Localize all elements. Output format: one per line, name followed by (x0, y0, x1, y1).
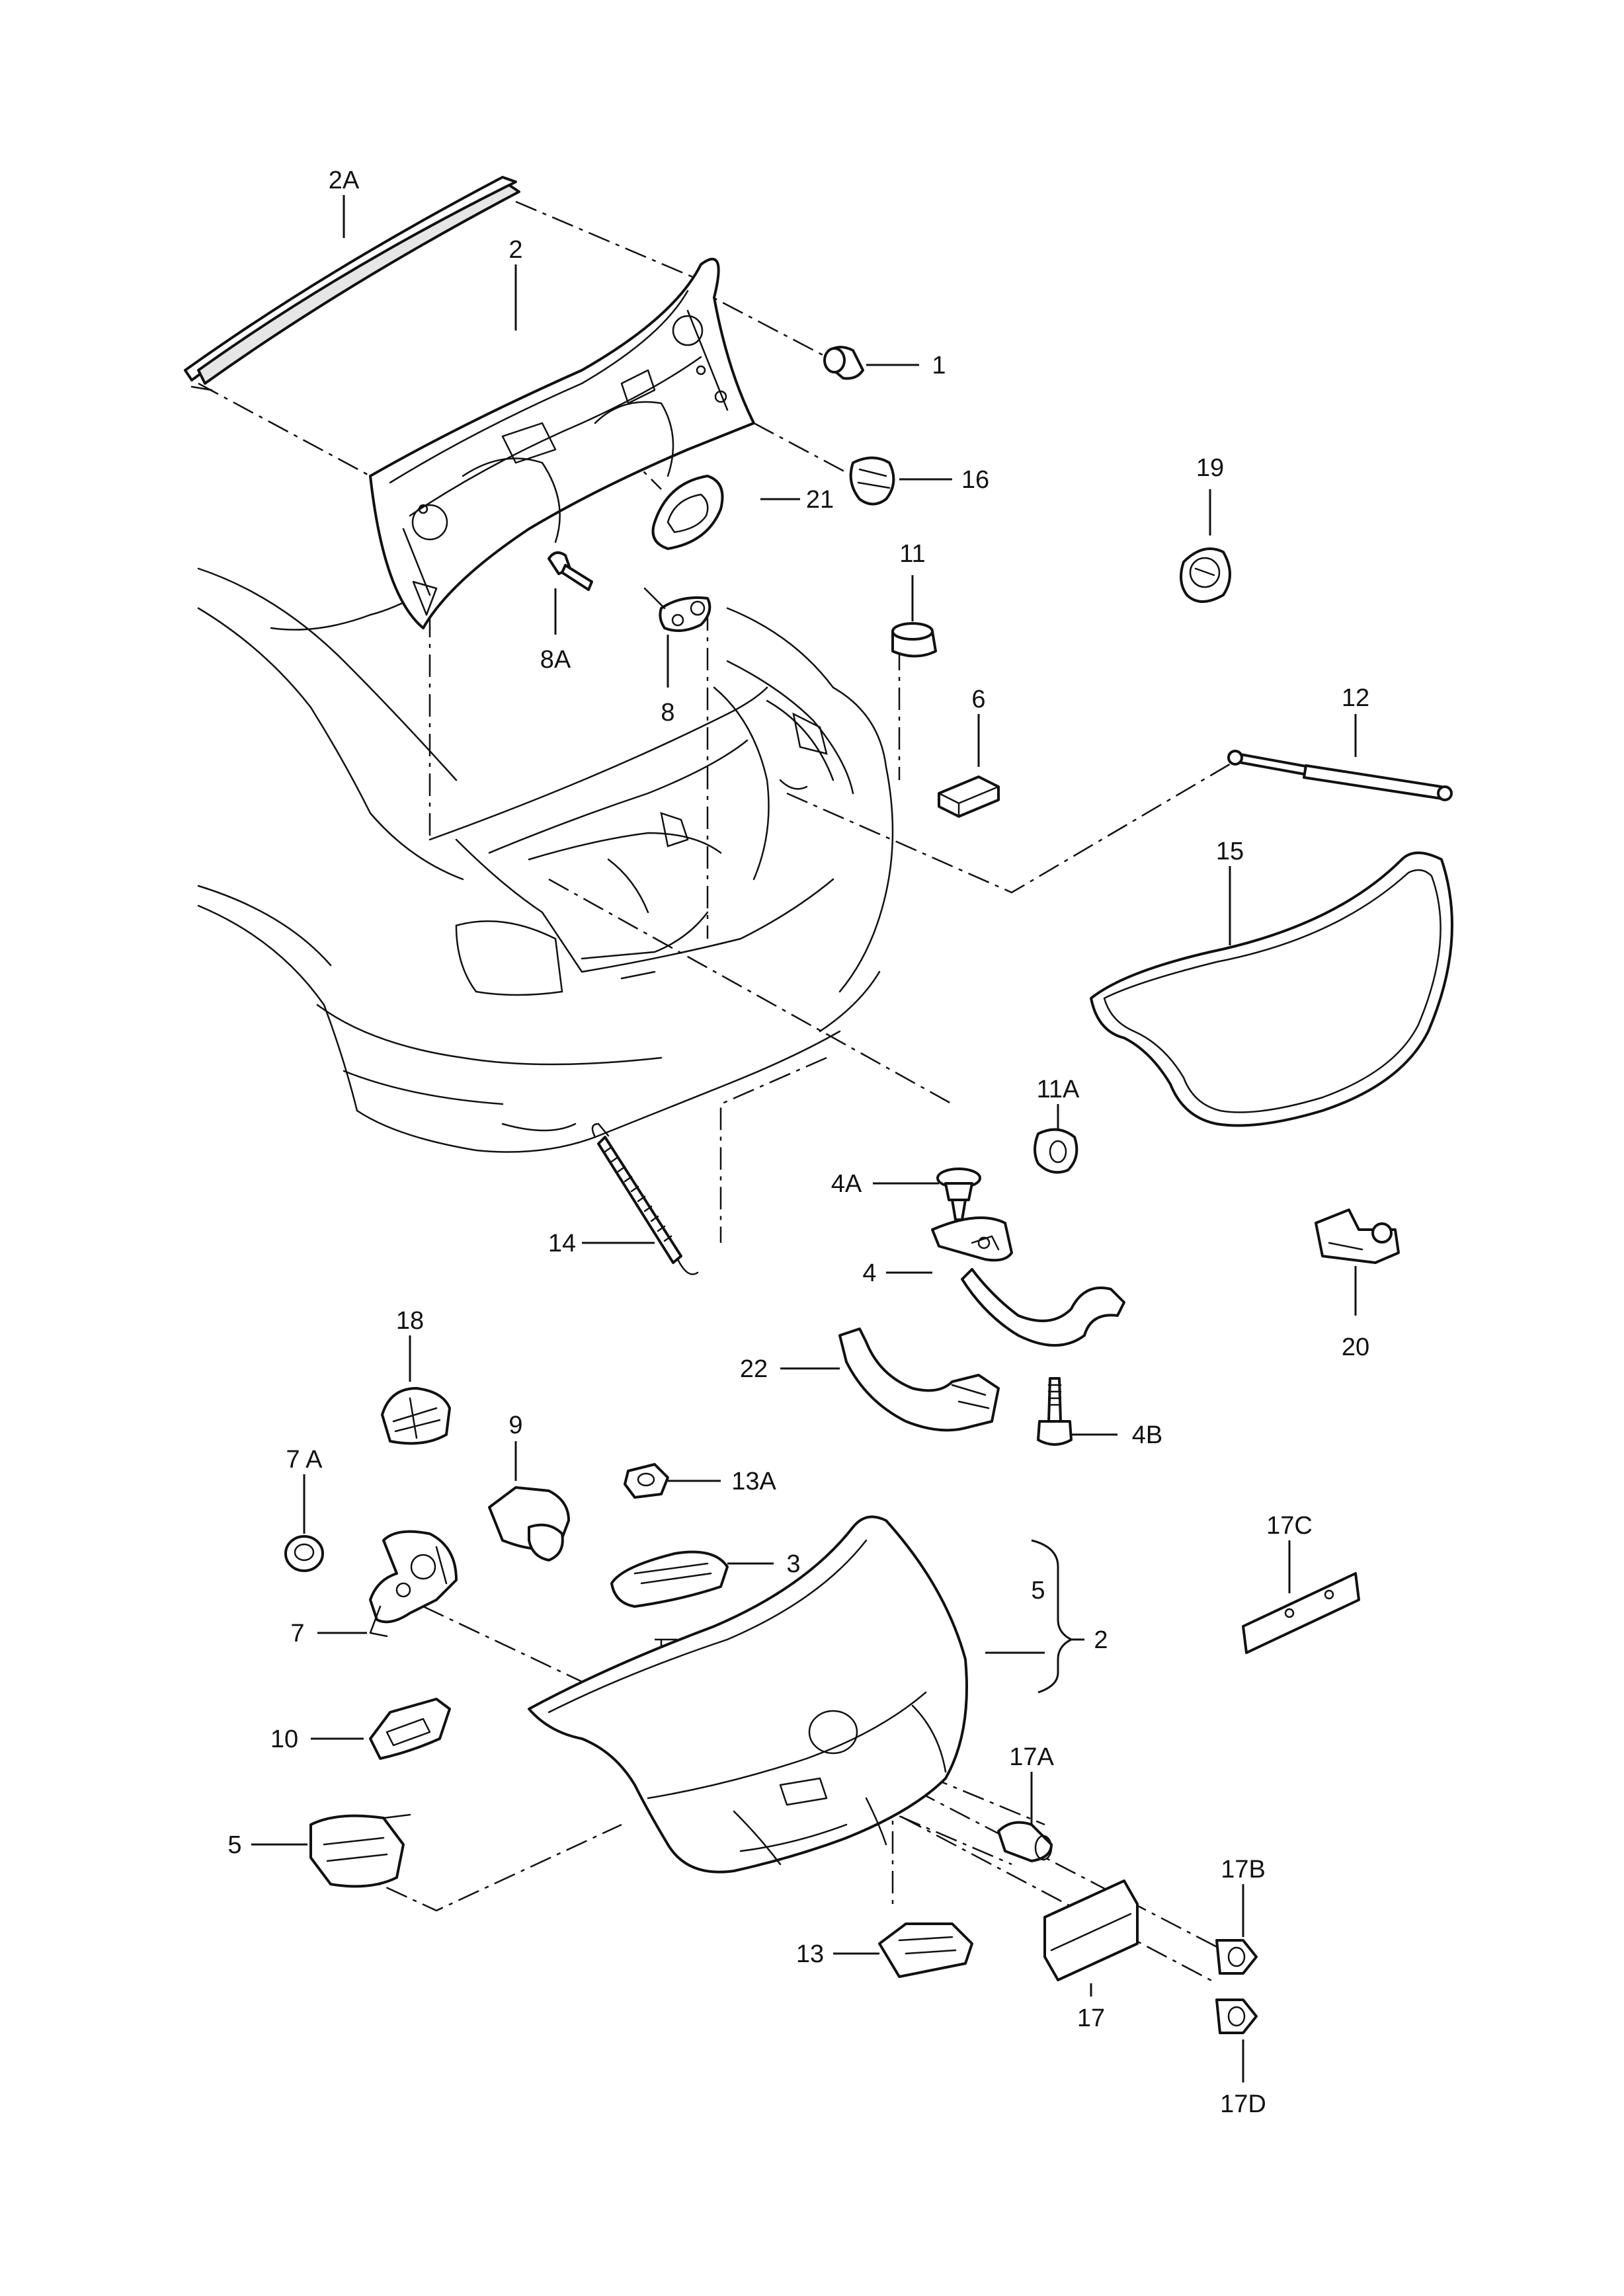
part-1-bump-stop (823, 346, 864, 380)
part-21-grommet (651, 475, 724, 550)
part-22-grab-handle (838, 1327, 1000, 1432)
callout-2a: 2A (329, 167, 360, 194)
part-4-lock-bracket (931, 1216, 1125, 1347)
part-7a-nut (284, 1535, 324, 1572)
callout-7a: 7 A (286, 1446, 323, 1474)
part-2-trunk-lid-inner (369, 257, 755, 629)
callout-18: 18 (396, 1307, 424, 1335)
part-4b-bolt (1037, 1377, 1073, 1446)
part-13a-nut (624, 1463, 669, 1499)
callout-22: 22 (740, 1355, 768, 1383)
part-4a-fastener (936, 1168, 981, 1221)
part-18-lock-cover (381, 1387, 451, 1445)
callout-16: 16 (961, 466, 989, 494)
callout-11a: 11A (1037, 1076, 1080, 1103)
part-17d-screw (1215, 1999, 1258, 2034)
part-17b-screw (1215, 1939, 1258, 1975)
callout-3: 3 (786, 1550, 800, 1578)
callout-13: 13 (796, 1940, 824, 1968)
callout-4: 4 (862, 1259, 876, 1287)
part-9-cover (488, 1486, 570, 1562)
callout-4a: 4A (831, 1170, 862, 1198)
part-17-license-plate-bracket (1043, 1880, 1139, 1981)
callout-5: 5 (227, 1831, 241, 1859)
callout-9: 9 (508, 1411, 522, 1439)
part-5-cover (309, 1813, 411, 1888)
part-19-plug (1180, 547, 1231, 603)
callout-7: 7 (290, 1620, 304, 1647)
callout-19: 19 (1196, 454, 1224, 482)
callout-4b: 4B (1132, 1421, 1162, 1449)
part-17c-strip (1242, 1572, 1360, 1654)
callout-17b: 17B (1221, 1856, 1266, 1883)
part-16-buffer (849, 456, 895, 506)
part-20-bracket (1315, 1208, 1400, 1264)
part-17a-grommet (997, 1821, 1053, 1862)
callout-8: 8 (661, 699, 674, 727)
callout-labels: 2A 2 1 16 21 19 8A 8 11 6 12 15 4A 11A 1… (227, 167, 1369, 2118)
part-8-hinge-bracket (643, 587, 711, 632)
part-8a-bolt (548, 551, 593, 591)
callout-17d: 17D (1220, 2090, 1266, 2118)
callout-15: 15 (1216, 838, 1244, 865)
part-11a-buffer (1034, 1128, 1078, 1174)
part-15-weatherstrip-seal (1090, 851, 1453, 1127)
callout-13a: 13A (731, 1468, 776, 1495)
callout-17a: 17A (1009, 1743, 1054, 1771)
callout-8a: 8A (540, 646, 571, 674)
callout-2: 2 (508, 236, 522, 264)
callout-6: 6 (971, 686, 985, 713)
part-13-switch (878, 1922, 973, 1978)
callout-2-group: 2 (1094, 1626, 1108, 1654)
callout-17: 17 (1077, 2004, 1105, 2032)
part-3-lamp (610, 1550, 729, 1608)
callout-14: 14 (548, 1230, 576, 1257)
part-2a-trim-strip (184, 176, 520, 391)
part-2-trunk-lid-outer (528, 1515, 968, 1874)
callout-11: 11 (899, 540, 925, 568)
callout-17c: 17C (1266, 1512, 1313, 1540)
callout-leaders (251, 195, 1357, 2082)
car-rear-body (197, 567, 894, 1153)
callout-5-group: 5 (1031, 1577, 1045, 1604)
part-14-spring (591, 1123, 699, 1275)
callout-21: 21 (806, 486, 834, 514)
part-6-pad (938, 775, 1000, 818)
callout-10: 10 (270, 1725, 298, 1753)
part-12-gas-strut (1227, 750, 1453, 801)
callout-20: 20 (1342, 1333, 1369, 1361)
part-11-rubber-mount (891, 622, 937, 658)
callout-12: 12 (1342, 684, 1369, 712)
part-10-bezel (369, 1698, 451, 1760)
part-7-lock (369, 1530, 458, 1638)
callout-1: 1 (932, 352, 946, 379)
